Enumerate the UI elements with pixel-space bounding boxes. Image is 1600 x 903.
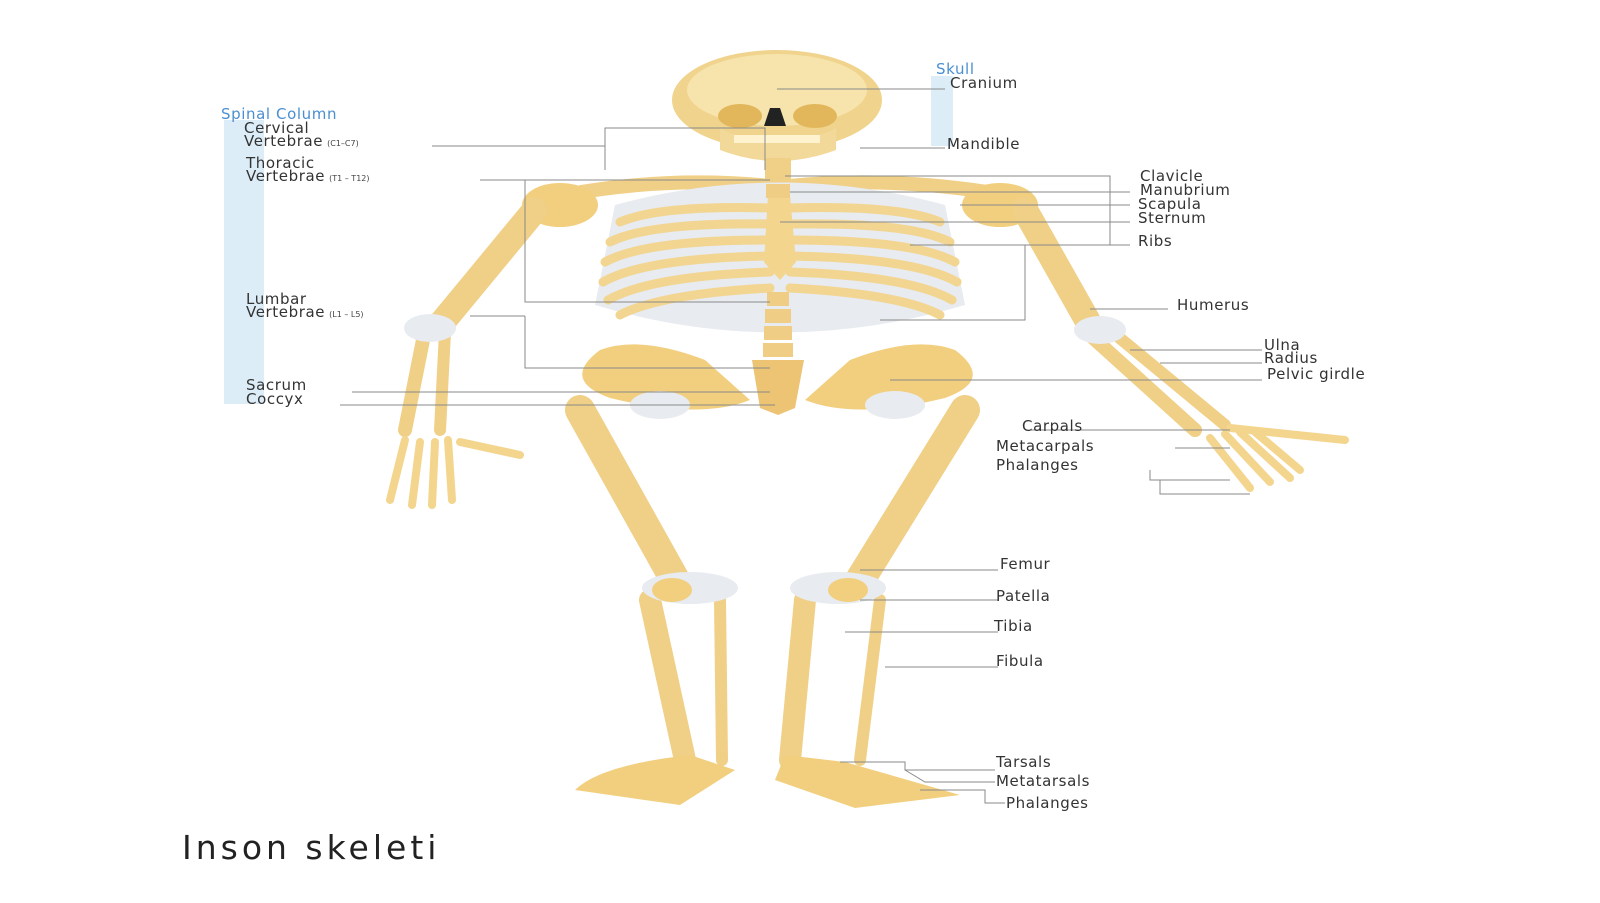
radius-label: Radius [1264, 349, 1318, 367]
diagram-caption: Inson skeleti [182, 828, 441, 867]
fibula-label: Fibula [996, 652, 1044, 670]
spinal-column-group-bar [224, 120, 264, 404]
feet [575, 755, 960, 808]
coccyx-label: Coccyx [246, 390, 304, 408]
left-hand [386, 436, 524, 509]
tibia-label: Tibia [994, 617, 1033, 635]
patella-label: Patella [996, 587, 1051, 605]
foot-phalanges-label: Phalanges [1006, 794, 1089, 812]
clavicle-label: Clavicle [1140, 167, 1204, 185]
metatarsals-label: Metatarsals [996, 772, 1091, 790]
tarsals-label: Tarsals [996, 753, 1052, 771]
femur-label: Femur [1000, 555, 1051, 573]
skull-group-label: Skull [936, 60, 975, 78]
scapula-label: Scapula [1138, 195, 1202, 213]
cervical-label: Cervical [244, 119, 310, 137]
manubrium-label: Manubrium [1140, 181, 1231, 199]
pelvic-girdle-label: Pelvic girdle [1267, 365, 1366, 383]
skull-group-bar [931, 76, 953, 146]
sternum-label: Sternum [1138, 209, 1207, 227]
mandible-label: Mandible [947, 135, 1021, 153]
ulna-label: Ulna [1264, 336, 1301, 354]
right-arm [1012, 197, 1231, 437]
leader-lines [340, 88, 1262, 804]
cranium-label: Cranium [950, 74, 1018, 92]
rib-cage [595, 182, 965, 333]
legs [565, 395, 980, 771]
pelvis [582, 344, 973, 419]
spine [763, 184, 793, 357]
thoracic-label: Thoracic [246, 154, 315, 172]
left-arm [398, 197, 548, 437]
humerus-label: Humerus [1177, 296, 1250, 314]
skull [672, 50, 882, 161]
right-hand [1206, 424, 1349, 492]
spinal-column-group-label: Spinal Column [221, 105, 338, 123]
sacrum-label: Sacrum [246, 376, 307, 394]
ribs-label: Ribs [1138, 232, 1173, 250]
carpals-label: Carpals [1022, 417, 1083, 435]
lumbar-label: Lumbar [246, 290, 307, 308]
thoracic-vertebrae-label: Vertebrae(T1 – T12) [246, 167, 370, 185]
hand-phalanges-label: Phalanges [996, 456, 1079, 474]
metacarpals-label: Metacarpals [996, 437, 1095, 455]
cervical-vertebrae-label: Vertebrae(C1–C7) [244, 132, 359, 150]
lumbar-vertebrae-label: Vertebrae(L1 – L5) [246, 303, 364, 321]
